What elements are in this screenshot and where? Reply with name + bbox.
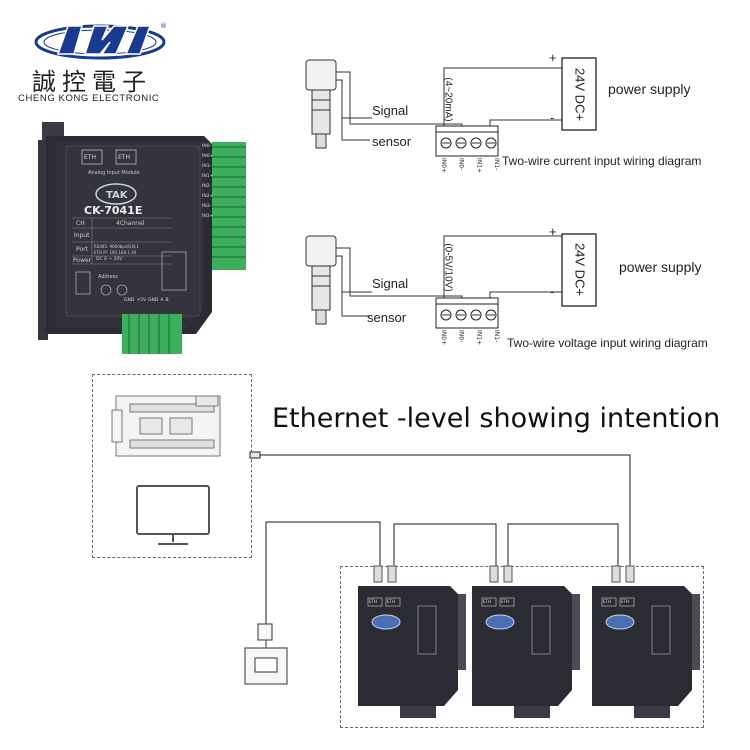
terminal-label: IN0- <box>202 144 212 149</box>
module-eth-port-2: ETH <box>118 154 130 161</box>
terminal-label: IN1+ <box>475 330 483 346</box>
network-device-1 <box>358 565 466 718</box>
current-terminal-labels: IN0+ IN0- IN1+ IN1- <box>440 158 500 173</box>
module-ch-label: CH <box>76 220 85 227</box>
voltage-sensor-label: sensor <box>367 310 407 325</box>
module-terminal-labels: IN0- IN0+ IN1- IN1+ IN2- IN2+ IN3- IN3+ <box>202 144 214 224</box>
current-diagram-caption: Two-wire current input wiring diagram <box>502 154 702 168</box>
network-device-2 <box>472 565 580 718</box>
current-plus-sign: + <box>549 50 557 65</box>
monitor-icon <box>136 485 210 545</box>
module-power-value: DC 8 ~ 30V <box>96 257 123 262</box>
module-eth-port-1: ETH <box>84 154 96 161</box>
module-body: TAK <box>38 122 246 354</box>
module-model-number: CK-7041E <box>84 204 143 217</box>
module-port-label: Port <box>76 246 88 253</box>
device-1-eth-label: ETH <box>369 599 377 604</box>
voltage-diagram-caption: Two-wire voltage input wiring diagram <box>507 336 708 350</box>
current-sensor-label: sensor <box>372 134 412 149</box>
svg-text:TAK: TAK <box>106 190 129 201</box>
current-wiring-diagram <box>305 57 597 157</box>
logo-english-name: CHENG KONG ELECTRONIC <box>18 93 160 104</box>
terminal-label: A <box>160 298 164 303</box>
terminal-label: IN1+ <box>202 174 214 179</box>
terminal-label: IN1- <box>492 330 500 343</box>
plc-icon <box>111 395 221 457</box>
device-group-box <box>340 566 704 728</box>
device-2-eth-label: ETH <box>483 599 491 604</box>
device-3-eth-label: ETH <box>603 599 611 604</box>
wiring-lines <box>305 57 597 329</box>
module-port-value-1: RS485: 9600bps/8,N,1 <box>94 244 139 249</box>
network-diagram-title: Ethernet -level showing intention <box>272 403 721 434</box>
logo-mark-icon: ® <box>34 22 167 60</box>
network-device-3 <box>592 565 700 718</box>
product-module: TAK ETH ETH Analog Input Mod <box>36 122 250 358</box>
module-address-label: Address <box>98 274 118 280</box>
current-power-supply-label: power supply <box>608 81 691 97</box>
module-power-label: Power <box>73 257 92 264</box>
terminal-label: IN3- <box>202 204 212 209</box>
ethernet-jack-icon <box>244 623 288 685</box>
voltage-power-supply-label: power supply <box>619 259 702 275</box>
terminal-label: IN0- <box>457 330 465 343</box>
terminal-label: IN2- <box>202 184 212 189</box>
terminal-label: +5V <box>136 298 147 303</box>
device-2-eth-label: ETH <box>501 599 509 604</box>
terminal-label: GND <box>124 298 135 303</box>
module-tagline: Analog Input Module <box>88 170 140 176</box>
voltage-signal-label: Signal <box>372 276 409 291</box>
company-logo: ® 誠控電子 CHENG KONG ELECTRONIC <box>18 14 200 104</box>
module-bottom-terminal-labels: GND +5V GND A B <box>124 298 184 303</box>
terminal-label: IN1- <box>492 158 500 171</box>
terminal-label: B <box>165 298 169 303</box>
module-port-value-2: ETH IP: 192.168.1.30 <box>94 250 137 255</box>
module-input-label: Input <box>74 232 90 239</box>
terminal-label: IN0+ <box>440 158 447 174</box>
terminal-label: GND <box>148 298 159 303</box>
logo-chinese-name: 誠控電子 <box>32 68 152 96</box>
controller-group-box <box>92 374 252 558</box>
current-minus-sign: - <box>550 110 555 125</box>
voltage-plus-sign: + <box>549 224 557 239</box>
terminal-label: IN3+ <box>202 214 214 219</box>
terminal-label: IN0+ <box>202 154 214 159</box>
device-1-eth-label: ETH <box>387 599 395 604</box>
voltage-wiring-diagram <box>305 233 597 329</box>
module-ch-value: 4Channel <box>116 220 145 227</box>
voltage-terminal-labels: IN0+ IN0- IN1+ IN1- <box>440 330 500 345</box>
terminal-label: IN1- <box>202 164 212 169</box>
terminal-label: IN0+ <box>440 330 447 346</box>
device-3-eth-label: ETH <box>621 599 629 604</box>
voltage-minus-sign: - <box>550 284 555 299</box>
terminal-label: IN1+ <box>475 158 483 174</box>
terminal-label: IN2+ <box>202 194 214 199</box>
svg-text:®: ® <box>160 22 167 30</box>
current-signal-label: Signal <box>372 103 409 118</box>
terminal-label: IN0- <box>457 158 465 171</box>
